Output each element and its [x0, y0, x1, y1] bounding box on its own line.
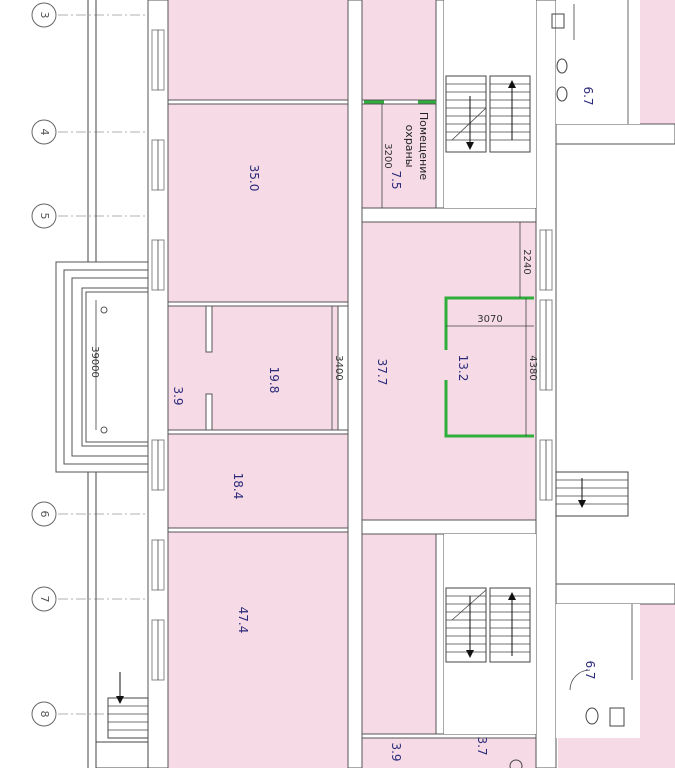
outside-steps-left — [95, 672, 149, 768]
room-area-47-4: 47.4 — [236, 607, 250, 634]
dim-39000: 39000 — [89, 346, 100, 378]
room-area-3-9-left: 3.9 — [171, 386, 185, 405]
axis-marker-8: 8 — [31, 701, 57, 727]
entrance-porch — [55, 261, 149, 473]
room-area-37-7: 37.7 — [375, 359, 389, 386]
dim-2240: 2240 — [521, 249, 532, 274]
svg-text:7: 7 — [38, 596, 51, 603]
axis-marker-6: 6 — [31, 501, 57, 527]
windows-right — [539, 229, 553, 501]
security-room-label-line2: охраны — [403, 125, 416, 168]
svg-text:4: 4 — [38, 129, 51, 136]
svg-text:5: 5 — [38, 213, 51, 220]
axis-marker-3: 3 — [31, 2, 57, 28]
room-area-19-8: 19.8 — [267, 367, 281, 394]
axis-marker-4: 4 — [31, 119, 57, 145]
room-area-6-7-lower: 6.7 — [583, 660, 597, 679]
dim-3200: 3200 — [382, 143, 393, 168]
axis-marker-7: 7 — [31, 586, 57, 612]
room-area-13-2: 13.2 — [456, 355, 470, 382]
svg-text:3: 3 — [38, 12, 51, 19]
axis-marker-5: 5 — [31, 203, 57, 229]
staircase-upper — [444, 0, 536, 208]
dim-4380: 4380 — [527, 355, 538, 380]
room-area-3-7: 3.7 — [475, 736, 489, 755]
windows-left — [151, 29, 165, 681]
svg-text:8: 8 — [38, 711, 51, 718]
room-area-7-5: 7.5 — [389, 170, 403, 189]
axis-markers: 3 4 5 6 7 8 — [31, 2, 57, 727]
room-area-18-4: 18.4 — [231, 473, 245, 500]
svg-text:6: 6 — [38, 511, 51, 518]
wc-fixtures-lower — [556, 604, 640, 738]
room-area-6-7-upper: 6.7 — [581, 86, 595, 105]
dim-3070: 3070 — [477, 314, 502, 325]
outside-steps-right — [555, 471, 629, 517]
dimension-lines — [331, 104, 534, 436]
room-area-35: 35.0 — [247, 165, 261, 192]
staircase-lower — [444, 534, 536, 734]
room-area-3-9-bottom: 3.9 — [389, 742, 403, 761]
dim-3400: 3400 — [333, 355, 344, 380]
highlighted-room-13 — [442, 296, 534, 438]
rooms-fill — [168, 0, 675, 768]
wc-fixtures-upper — [551, 0, 640, 124]
security-room-label-line1: Помещение — [417, 112, 430, 181]
